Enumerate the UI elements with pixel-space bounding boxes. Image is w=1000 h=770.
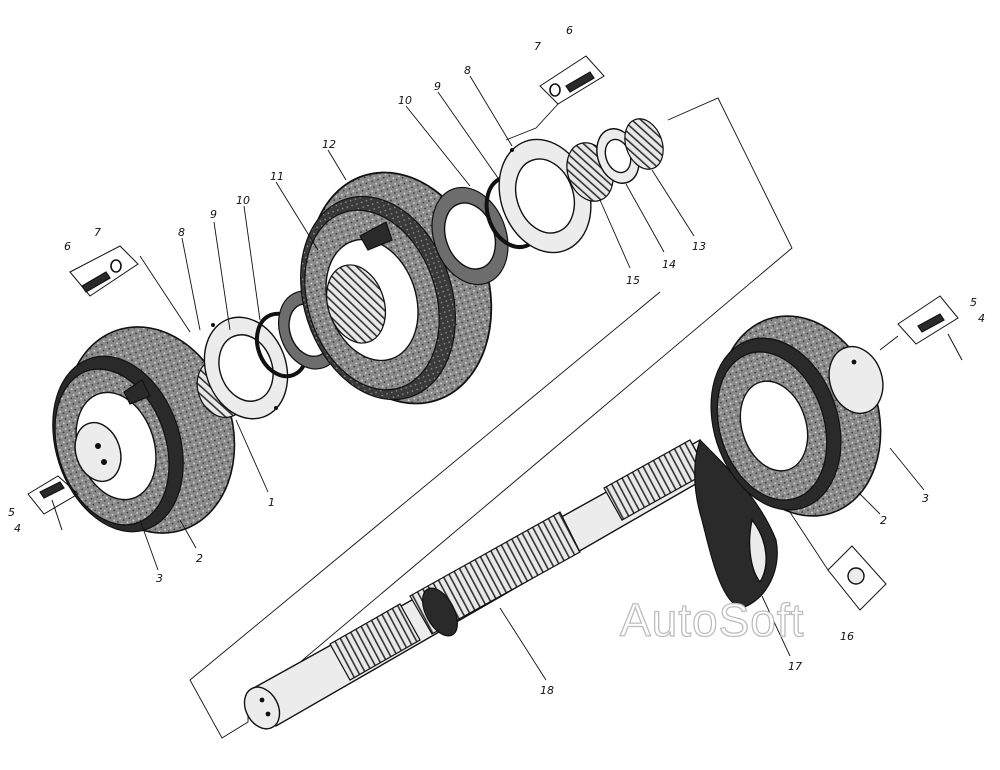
label-12: 12 <box>322 138 336 151</box>
bolt-callout-left-bottom <box>27 475 79 531</box>
label-4-left: 4 <box>14 522 21 535</box>
label-5-right: 5 <box>970 296 977 309</box>
label-11: 11 <box>270 170 284 183</box>
label-15: 15 <box>626 274 640 287</box>
label-17: 17 <box>788 660 802 673</box>
right-pulley <box>710 315 884 517</box>
label-2-right: 2 <box>880 514 887 527</box>
label-10-left: 10 <box>236 194 250 207</box>
label-3-right: 3 <box>922 492 929 505</box>
main-shaft <box>243 439 721 730</box>
label-7-right: 7 <box>534 40 541 53</box>
label-8-left: 8 <box>178 226 185 239</box>
label-8-right: 8 <box>464 64 471 77</box>
assembly-group-outline-left <box>139 255 191 333</box>
label-13: 13 <box>692 240 706 253</box>
label-7-left: 7 <box>94 226 101 239</box>
label-3-left: 3 <box>156 572 163 585</box>
left-pulley <box>52 326 236 534</box>
label-9-right: 9 <box>434 80 441 93</box>
right-flange <box>828 345 884 415</box>
label-16: 16 <box>840 630 854 643</box>
label-18: 18 <box>540 684 554 697</box>
label-14: 14 <box>662 258 676 271</box>
label-9-left: 9 <box>210 208 217 221</box>
bolt-callout-right <box>505 55 605 141</box>
round-nut <box>624 118 664 170</box>
shift-lever <box>694 438 778 609</box>
label-5-left: 5 <box>8 506 15 519</box>
watermark: AutoSoft <box>620 594 804 646</box>
leader-lines <box>139 75 925 681</box>
label-10-right: 10 <box>398 94 412 107</box>
bolt-callout-left <box>69 245 139 297</box>
central-hub <box>325 264 387 344</box>
part-number-labels: 1 2 2 3 3 4 4 5 5 6 6 7 7 8 8 9 9 10 10 … <box>8 24 985 697</box>
label-1: 1 <box>268 496 275 509</box>
bolt-callout-right-top <box>879 295 963 361</box>
label-6-left: 6 <box>64 240 71 253</box>
label-2-left: 2 <box>196 552 203 565</box>
left-flange <box>74 421 122 483</box>
label-6-right: 6 <box>566 24 573 37</box>
label-4-right: 4 <box>978 312 985 325</box>
central-gear <box>300 171 493 405</box>
